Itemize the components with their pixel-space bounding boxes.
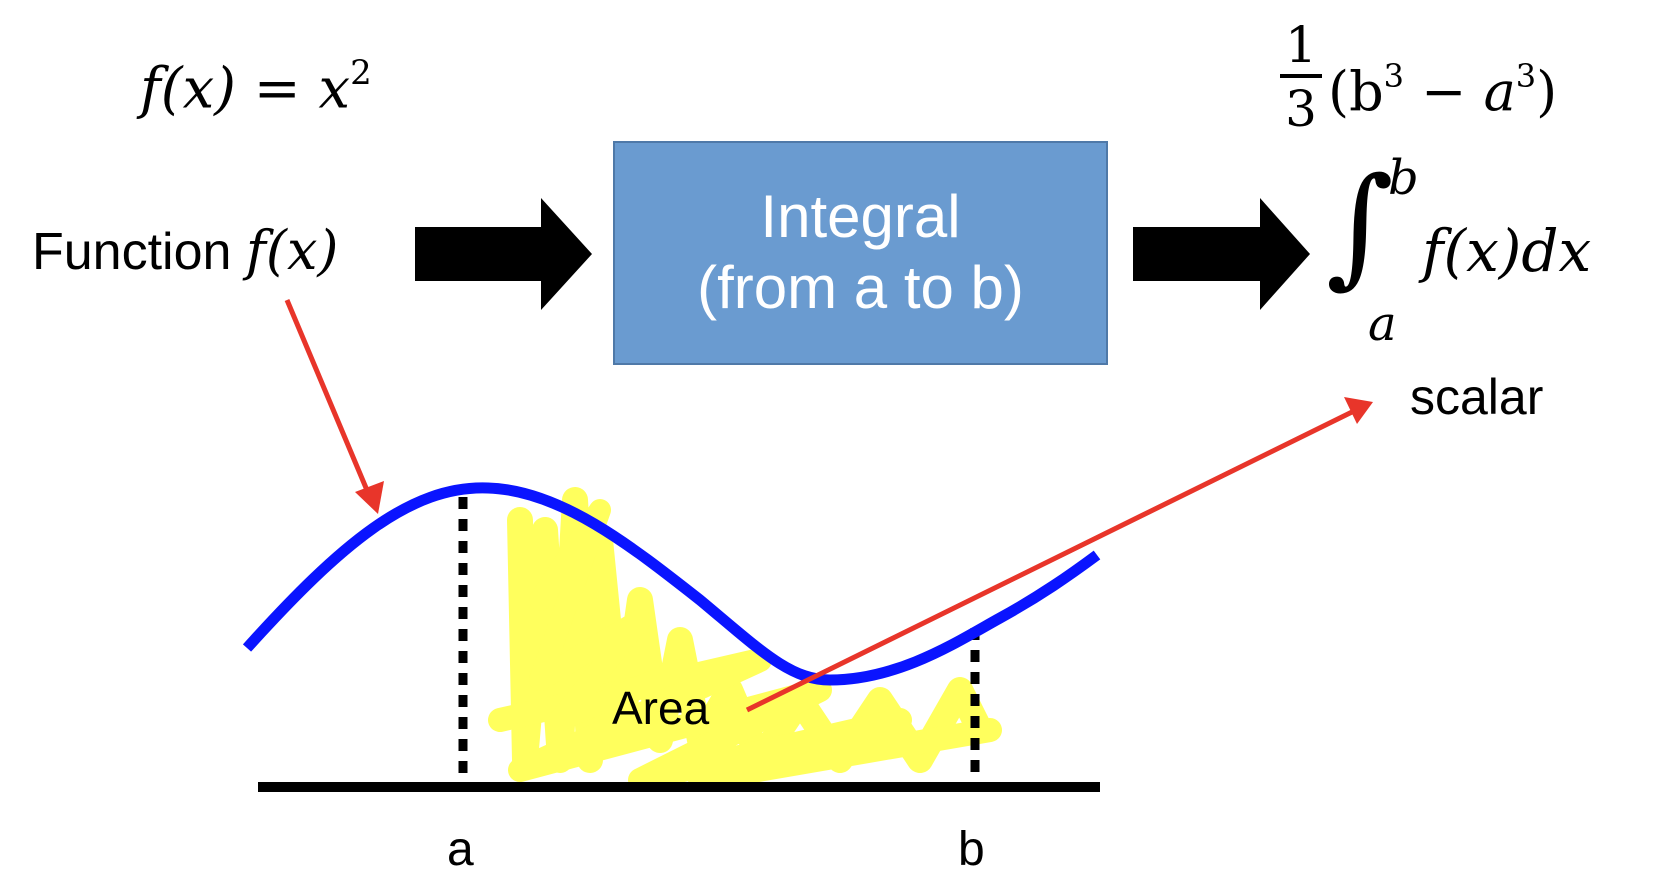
area-label: Area [612,682,710,734]
integral-upper-bound: b [1388,150,1419,206]
input-label: Function f(x) [32,223,338,281]
axis-label-b: b [958,823,985,876]
function-definition: f(x) = x2 [140,56,372,118]
process-box-subtitle: (from a to b) [697,254,1024,321]
fraction-numerator: 1 [1285,16,1317,74]
result-minus-a: − a [1404,60,1516,123]
output-label: scalar [1410,369,1544,425]
red-arrow-to-scalar [745,397,1373,713]
result-exp-a: 3 [1515,57,1537,95]
axis-label-a: a [447,823,474,876]
input-label-symbol: f(x) [245,219,339,282]
output-arrow [1133,198,1310,310]
integral-expression: ∫ b a f(x)dx [1326,149,1666,360]
integrand: f(x)dx [1422,217,1592,285]
result-formula: 1 3 (b3 − a3) [1280,20,1610,160]
input-arrow [415,198,592,310]
result-open-paren: (b [1328,60,1384,123]
result-close-paren: ) [1536,60,1558,123]
process-box-title: Integral [760,183,961,251]
fraction-bar [1280,74,1322,78]
integral-process-box: Integral (from a to b) [613,141,1108,365]
function-curve [242,482,1101,686]
input-label-text: Function [32,223,232,281]
integral-lower-bound: a [1368,296,1397,352]
function-definition-exponent: 2 [350,53,372,93]
fraction-denominator: 3 [1285,80,1317,138]
red-arrow-to-curve [284,299,384,514]
function-definition-lhs: f(x) = x [140,56,351,122]
result-exp-b: 3 [1383,57,1404,95]
integral-sign: ∫ [1326,149,1394,301]
